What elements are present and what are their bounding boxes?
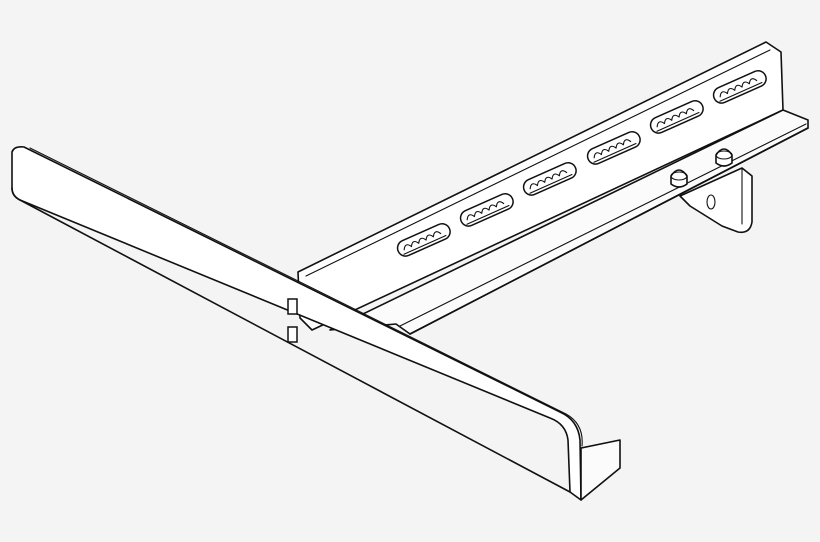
pin-1 (670, 169, 688, 188)
slot-3 (522, 162, 577, 196)
slot-4 (586, 131, 641, 165)
pin-2 (715, 148, 733, 167)
rail-slots (396, 70, 767, 257)
square-holes (287, 298, 298, 343)
slot-6 (712, 70, 767, 104)
hanging-lug (679, 167, 753, 234)
front-bar-foot (580, 439, 621, 501)
square-hole-1 (287, 298, 298, 315)
slot-5 (649, 100, 704, 134)
slot-2 (459, 193, 514, 227)
square-hole-2 (287, 326, 298, 343)
locating-pins (670, 148, 733, 188)
front-bar (11, 146, 621, 501)
slot-1 (396, 223, 451, 257)
